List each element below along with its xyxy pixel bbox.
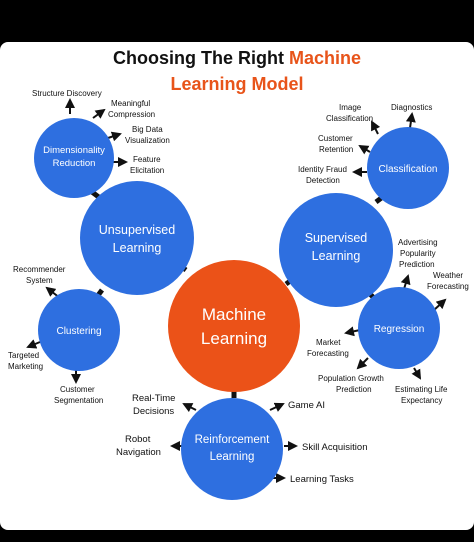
title-line-1: Choosing The Right Machine	[112, 48, 361, 68]
label-targeted-1: Targeted	[8, 351, 39, 360]
label-recommender-2: System	[26, 276, 53, 285]
node-reinforcement-circle	[181, 398, 283, 500]
label-advertising-1: Advertising	[398, 238, 438, 247]
label-bigdata-2: Visualization	[125, 136, 170, 145]
label-feature-2: Elicitation	[130, 166, 164, 175]
arrow-big-data	[107, 131, 122, 142]
center-line2: Learning	[201, 329, 267, 348]
label-weather-1: Weather	[433, 271, 463, 280]
node-dimensionality-circle	[34, 118, 114, 198]
label-weather-2: Forecasting	[427, 282, 469, 291]
node-unsupervised-circle	[80, 181, 194, 295]
label-structure-discovery: Structure Discovery	[32, 89, 102, 98]
label-retention-2: Retention	[319, 145, 353, 154]
label-diagnostics: Diagnostics	[391, 103, 432, 112]
label-meaningful-2: Compression	[108, 110, 155, 119]
reinforcement-line2: Learning	[210, 451, 255, 463]
label-fraud-1: Identity Fraud	[298, 165, 347, 174]
label-population-1: Population Growth	[318, 374, 384, 383]
arrow-advertising	[400, 274, 411, 290]
label-advertising-3: Prediction	[399, 260, 435, 269]
label-tasks: Learning Tasks	[290, 474, 354, 485]
node-clustering[interactable]: Clustering	[38, 289, 120, 371]
arrow-life-expectancy	[411, 367, 422, 380]
supervised-line1: Supervised	[305, 231, 368, 245]
reinforcement-line1: Reinforcement	[195, 434, 271, 446]
label-recommender-1: Recommender	[13, 265, 66, 274]
node-dimensionality[interactable]: Dimensionality Reduction	[34, 118, 114, 198]
ml-model-diagram: Dimensionality Reduction Unsupervised Le…	[8, 89, 469, 500]
title-accent: Machine	[288, 48, 361, 68]
label-market-2: Forecasting	[307, 349, 349, 358]
node-classification[interactable]: Classification	[367, 127, 449, 209]
label-targeted-2: Marketing	[8, 362, 43, 371]
label-image-2: Classification	[326, 114, 373, 123]
classification-label: Classification	[379, 164, 438, 175]
label-feature-1: Feature	[133, 155, 161, 164]
arrow-diagnostics	[405, 112, 416, 129]
node-clustering-circle	[38, 289, 120, 371]
label-realtime-1: Real-Time	[132, 393, 175, 404]
label-robot-2: Navigation	[116, 447, 161, 458]
label-realtime-2: Decisions	[133, 406, 174, 417]
infographic-card: Choosing The Right Machine Learning Mode…	[0, 42, 474, 530]
arrow-image-classification	[371, 120, 381, 135]
arrow-population-growth	[356, 357, 369, 370]
label-advertising-2: Popularity	[400, 249, 436, 258]
clustering-label: Clustering	[56, 326, 101, 337]
node-supervised[interactable]: Supervised Learning	[279, 193, 393, 307]
arrow-gameai	[269, 402, 285, 412]
unsupervised-line1: Unsupervised	[99, 223, 175, 237]
node-regression-circle	[358, 287, 440, 369]
label-meaningful-1: Meaningful	[111, 99, 150, 108]
arrow-market-forecasting	[344, 326, 361, 337]
arrow-weather	[433, 298, 447, 311]
label-fraud-2: Detection	[306, 176, 340, 185]
arrow-realtime	[182, 403, 197, 413]
node-regression[interactable]: Regression	[358, 287, 440, 369]
label-customer-1: Customer	[60, 385, 95, 394]
node-reinforcement[interactable]: Reinforcement Learning	[181, 398, 283, 500]
regression-label: Regression	[374, 324, 425, 335]
title-line-2: Learning Model	[170, 74, 304, 94]
label-customer-2: Segmentation	[54, 396, 103, 405]
label-life-1: Estimating Life	[395, 385, 448, 394]
label-robot-1: Robot	[125, 434, 151, 445]
node-machine-learning[interactable]: Machine Learning	[168, 260, 300, 392]
label-bigdata-1: Big Data	[132, 125, 163, 134]
label-retention-1: Customer	[318, 134, 353, 143]
node-machine-learning-circle	[168, 260, 300, 392]
node-unsupervised[interactable]: Unsupervised Learning	[80, 181, 194, 295]
label-market-1: Market	[316, 338, 341, 347]
label-image-1: Image	[339, 103, 362, 112]
dimensionality-line2: Reduction	[53, 158, 96, 169]
dimensionality-line1: Dimensionality	[43, 145, 105, 156]
supervised-line2: Learning	[312, 249, 361, 263]
label-skill: Skill Acquisition	[302, 442, 367, 453]
arrow-customer-retention	[358, 144, 371, 155]
label-gameai: Game AI	[288, 400, 325, 411]
node-classification-circle	[367, 127, 449, 209]
node-supervised-circle	[279, 193, 393, 307]
unsupervised-line2: Learning	[113, 241, 162, 255]
output-arrows	[26, 98, 447, 483]
arrow-targeted-marketing	[26, 339, 41, 349]
center-line1: Machine	[202, 305, 266, 324]
label-life-2: Expectancy	[401, 396, 442, 405]
label-population-2: Prediction	[336, 385, 372, 394]
arrow-meaningful-compression	[92, 108, 106, 119]
